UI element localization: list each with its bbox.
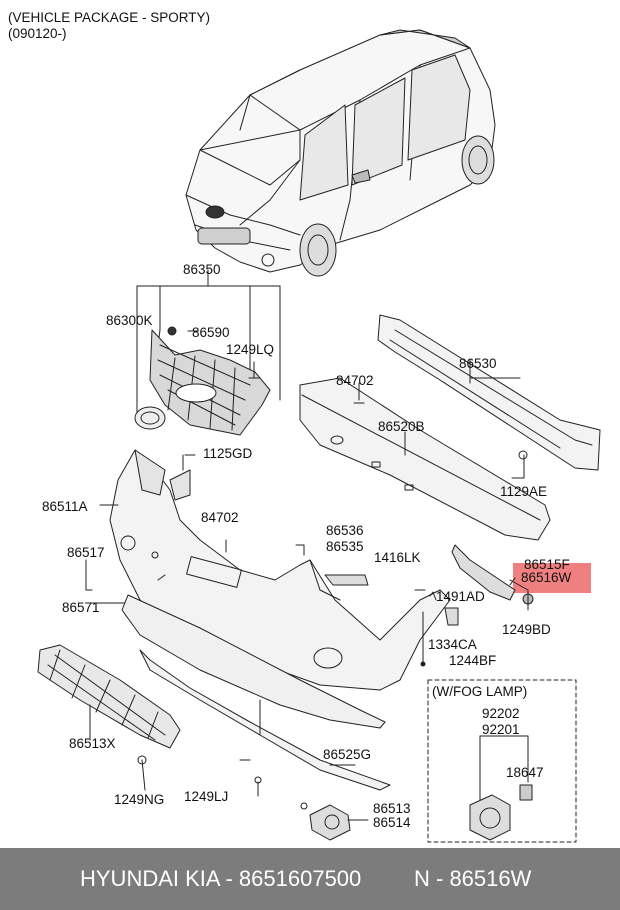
part-label-1416lk[interactable]: 1416LK <box>374 550 421 565</box>
part-label-86535[interactable]: 86535 <box>326 539 364 554</box>
part-label-1249ng[interactable]: 1249NG <box>114 792 165 807</box>
parts-diagram <box>37 29 601 843</box>
footer-brand-partnumber: HYUNDAI KIA - 8651607500 <box>80 866 362 891</box>
part-label-86517[interactable]: 86517 <box>67 545 105 560</box>
fog-lamp-title: (W/FOG LAMP) <box>432 684 528 699</box>
part-label-86514[interactable]: 86514 <box>373 815 411 830</box>
part-label-1249bd[interactable]: 1249BD <box>502 622 551 637</box>
footer-part-code: N - 86516W <box>414 866 532 891</box>
part-label-86300k[interactable]: 86300K <box>106 313 153 328</box>
part-label-1249lj[interactable]: 1249LJ <box>184 789 229 804</box>
part-label-92201[interactable]: 92201 <box>482 722 520 737</box>
part-label-86571[interactable]: 86571 <box>62 600 100 615</box>
part-label-86590[interactable]: 86590 <box>192 325 230 340</box>
part-label-86530[interactable]: 86530 <box>459 356 497 371</box>
part-label-86511a[interactable]: 86511A <box>42 499 88 514</box>
part-label-84702-upper[interactable]: 84702 <box>336 373 374 388</box>
part-label-86520b[interactable]: 86520B <box>378 419 425 434</box>
part-label-1244bf[interactable]: 1244BF <box>449 653 497 668</box>
part-label-92202[interactable]: 92202 <box>482 706 520 721</box>
part-label-86516w[interactable]: 86516W <box>521 570 572 585</box>
part-label-86536[interactable]: 86536 <box>326 523 364 538</box>
part-label-1491ad[interactable]: 1491AD <box>436 589 485 604</box>
part-label-86525g[interactable]: 86525G <box>323 747 372 762</box>
part-label-86513[interactable]: 86513 <box>373 801 411 816</box>
part-label-86515f[interactable]: 86515F <box>524 557 570 572</box>
part-label-1334ca[interactable]: 1334CA <box>428 637 477 652</box>
date-range-label: (090120-) <box>8 26 67 41</box>
part-label-1125gd[interactable]: 1125GD <box>203 446 253 461</box>
footer-bar: HYUNDAI KIA - 8651607500 N - 86516W <box>0 848 620 910</box>
part-label-1249lq[interactable]: 1249LQ <box>226 342 275 357</box>
part-label-1129ae[interactable]: 1129AE <box>500 484 548 499</box>
vehicle-package-label: (VEHICLE PACKAGE - SPORTY) <box>8 10 211 25</box>
part-label-86350[interactable]: 86350 <box>183 262 221 277</box>
part-label-84702-lower[interactable]: 84702 <box>201 510 239 525</box>
car-illustration <box>185 29 496 277</box>
highlighted-part-box <box>513 563 591 593</box>
part-label-18647[interactable]: 18647 <box>506 765 544 780</box>
part-label-86513x[interactable]: 86513X <box>69 736 116 751</box>
